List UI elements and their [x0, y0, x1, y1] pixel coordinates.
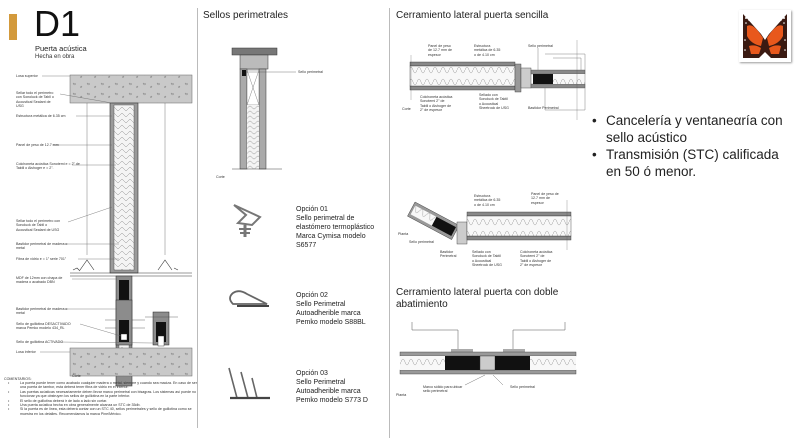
comment-item: El sello de guillotina deberá ir de lado… [4, 399, 200, 404]
seal-callout: Sello perimetral [298, 70, 323, 74]
double-door-planta-drawing [399, 322, 577, 386]
sheet-subtitle: Hecha en obra [35, 54, 75, 60]
bullet-item: • Cancelería y ventaneαría con sello acús… [592, 112, 792, 146]
label-sello-bottom: Sello perimetral [409, 240, 434, 244]
divider-2 [389, 8, 390, 438]
comments-header: COMENTARIOS: [4, 377, 32, 381]
label-losa-inferior: Losa inferior [16, 350, 36, 354]
label-estructura: Estructura metálica de 6.35 cm [16, 114, 66, 118]
bullet-text: Cancelería y ventaneαría con sello acúst… [606, 113, 783, 145]
label-sello-activado: Sello de guillotina ACTIVADO [16, 340, 64, 344]
elastomer-seal-icon [233, 204, 262, 237]
label-sello-desactivado: Sello de guillotina DESACTIVADO marca Pe… [16, 322, 71, 331]
comment-item: La puerta puede tener como acabado cualq… [4, 381, 200, 390]
label-fibra-vidrio: Fibra de vidrio e = 1" serie 701" [16, 257, 67, 261]
single-door-title: Cerramiento lateral puerta sencilla [396, 10, 549, 21]
bullet-list: • Cancelería y ventaneαría con sello acús… [592, 112, 792, 180]
label-sellar-perimetro-2: Sellar todo el perímetro con Sonoluck de… [16, 219, 61, 232]
comments-block: COMENTARIOS: La puerta puede tener como … [4, 377, 200, 416]
corte-label: Corte [72, 374, 81, 378]
label-panel-bottom: Panel de yeso de 12.7 mm de espesor [531, 192, 559, 205]
label-planta-bottom: Planta [398, 232, 409, 236]
seal-option-3: Opción 03 Sello Perimetral Autoadherible… [296, 370, 368, 404]
seals-title: Sellos perimetrales [203, 10, 289, 21]
label-estructura-bottom: Estructura metálica de 6.35 o de 4.10 cm [474, 194, 501, 207]
accent-bar [9, 14, 17, 40]
leader-lines-left [40, 75, 154, 353]
label-marco-solido: Marco sólido para ubicar sello perimetra… [423, 385, 463, 394]
sheet-title: Puerta acústica [35, 44, 87, 53]
label-sellar-perimetro: Sellar todo el perímetro con Sonoluck de… [16, 91, 54, 108]
lower-slab [69, 347, 193, 377]
label-colchoneta: Colchoneta acústica Sonotemi e = 2" de T… [16, 162, 80, 171]
label-bastidor-bottom: Bastidor Perimetral [440, 250, 457, 259]
label-losa-superior: Losa superior [16, 74, 38, 78]
door-bottom-drawing [69, 299, 193, 377]
label-mdf: MDF de 12mm con chapa de madera o acabad… [16, 276, 63, 285]
divider-1 [197, 8, 198, 428]
comment-item: Una puerta acústica hecha en obra genera… [4, 403, 200, 408]
teardrop-seal-icon [229, 290, 269, 307]
label-estructura-top: Estructura metálica de 6.35 o de 4.10 cm [474, 44, 501, 57]
double-door-title: Cerramiento lateral puerta con doble aba… [396, 287, 559, 310]
single-door-planta-drawing [407, 200, 572, 250]
seal-option-1: Opción 01 Sello perimetral de elastómero… [296, 206, 375, 249]
label-bastidor-top: Bastidor Perimetral [528, 106, 559, 110]
upper-slab [69, 74, 193, 104]
label-corte-top: Corte [402, 107, 411, 111]
label-planta-double: Planta [396, 393, 407, 397]
sheet-code: D1 [34, 3, 81, 44]
label-sello-top: Sello perimetral [528, 44, 553, 48]
seals-corte-label: Corte [216, 175, 225, 179]
label-sellado-bottom: Sellado con Sonoluck de Taktil o Acousti… [472, 250, 502, 267]
label-sello-double: Sello perimetral [510, 385, 535, 389]
seal-option-2: Opción 02 Sello Perimetral Autoadherible… [296, 292, 366, 326]
monarch-butterfly-logo-icon [739, 10, 791, 62]
label-colchoneta-bottom: Colchoneta acústica Sonotemi 2" de Takti… [520, 250, 553, 267]
comment-item: Si la puerta es de línea, esta deberá co… [4, 407, 200, 416]
fin-seal-icon [228, 367, 270, 400]
bullet-dot-icon: • [592, 147, 597, 162]
comment-item: Las puertas acústicas necesariamente deb… [4, 390, 200, 399]
bullet-item: • Transmisión (STC) calificada en 50 ó me… [592, 146, 792, 180]
single-door-corte-drawing [409, 40, 586, 120]
perimeter-seal-section-drawing [231, 47, 296, 170]
label-colchoneta-top: Colchoneta acústica Sonotemi 2" de Takti… [420, 95, 453, 112]
bullet-text: Transmisión (STC) calificada en 50 ó men… [606, 147, 779, 179]
label-panel-yeso-top: Panel de yeso de 12.7 mm de espesor [428, 44, 452, 57]
bullet-dot-icon: • [592, 113, 597, 128]
label-sellado-top: Sellado con Sonoluck de Taktil o Acousti… [479, 93, 509, 110]
